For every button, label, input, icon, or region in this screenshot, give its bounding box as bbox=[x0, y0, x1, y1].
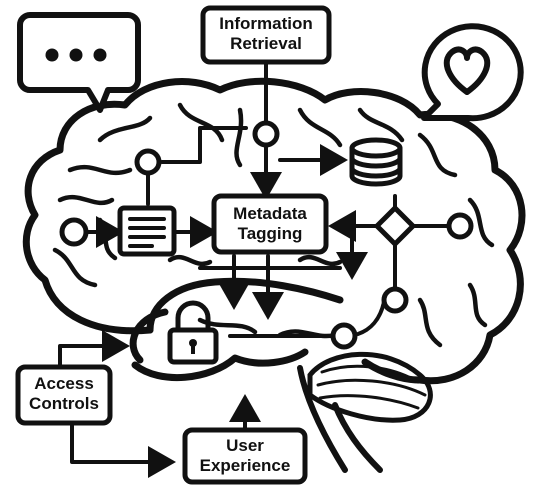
brain-stem bbox=[297, 365, 383, 473]
user-experience-box bbox=[182, 427, 308, 485]
brain-folds bbox=[52, 102, 495, 348]
database-icon bbox=[349, 137, 403, 187]
node-upper-left bbox=[134, 148, 162, 176]
label-boxes bbox=[15, 5, 332, 485]
node-lower-right bbox=[381, 286, 409, 314]
connectors bbox=[58, 60, 450, 478]
node-right bbox=[446, 212, 474, 240]
brain-outline bbox=[22, 77, 526, 385]
document-icon bbox=[117, 205, 177, 257]
heart-speech-bubble-icon bbox=[421, 23, 524, 122]
node-top bbox=[252, 120, 280, 148]
decision-diamond-icon bbox=[374, 205, 416, 247]
information-retrieval-box bbox=[200, 5, 332, 65]
node-left bbox=[59, 217, 89, 247]
node-bottom bbox=[330, 322, 358, 350]
circle-nodes bbox=[59, 120, 474, 350]
speech-bubble-ellipsis-icon bbox=[17, 12, 141, 113]
cerebellum bbox=[307, 351, 433, 423]
lock-icon bbox=[167, 300, 219, 365]
metadata-tagging-box bbox=[211, 193, 329, 255]
access-controls-box bbox=[15, 364, 113, 426]
